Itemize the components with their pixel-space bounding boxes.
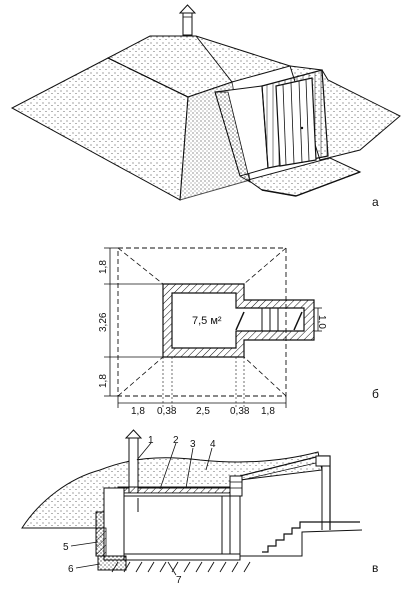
- callout-2: 2: [173, 435, 179, 446]
- dim-left-1: 3,26: [98, 312, 109, 332]
- entrance-portal: [214, 69, 329, 183]
- callout-6: 6: [68, 564, 74, 575]
- mound-outline: [117, 247, 287, 397]
- foundation-block: [97, 555, 127, 571]
- left-dimension-chain: 1,8 3,26 1,8: [98, 247, 163, 397]
- figure-c-section-view: 1 2 3 4 5 6 7 в: [21, 429, 378, 586]
- dim-bottom-4: 1,8: [261, 406, 275, 417]
- figure-c-caption: в: [372, 561, 378, 575]
- earth-covering: [21, 451, 323, 529]
- bottom-dimension-chain: 1,8 0,38 2,5 0,38 1,8: [117, 357, 287, 417]
- entrance-width-dimension: 1,0: [314, 307, 327, 332]
- entrance-door: [275, 77, 317, 167]
- callout-3: 3: [190, 439, 196, 450]
- svg-text:1,0: 1,0: [316, 315, 327, 329]
- roof-slab: [117, 486, 231, 494]
- plan-walls: [162, 283, 315, 358]
- callout-5: 5: [63, 542, 69, 553]
- callout-1: 1: [148, 435, 154, 446]
- dim-bottom-1: 0,38: [157, 406, 177, 417]
- figure-b-plan-view: 7,5 м² 1,0 1,8 3,26 1,8 1: [98, 247, 379, 417]
- dim-bottom-3: 0,38: [230, 406, 250, 417]
- ground-hatching: [111, 561, 251, 573]
- dim-bottom-0: 1,8: [131, 406, 145, 417]
- figure-a-caption: а: [372, 195, 379, 209]
- dim-left-0: 1,8: [98, 260, 109, 274]
- left-wall: [103, 487, 125, 561]
- figure-b-caption: б: [372, 387, 379, 401]
- callout-leaders: [70, 442, 213, 576]
- ventilation-pipe-icon: [178, 4, 197, 36]
- entrance-steps: [262, 521, 360, 553]
- floor-slab: [123, 553, 241, 561]
- partition-wall: [221, 495, 231, 561]
- callout-4: 4: [210, 439, 216, 450]
- figure-a-isometric-view: а: [10, 4, 401, 209]
- dim-left-2: 1,8: [98, 374, 109, 388]
- callout-7: 7: [176, 575, 182, 586]
- dim-bottom-2: 2,5: [196, 406, 210, 417]
- room-area-label: 7,5 м²: [192, 315, 222, 327]
